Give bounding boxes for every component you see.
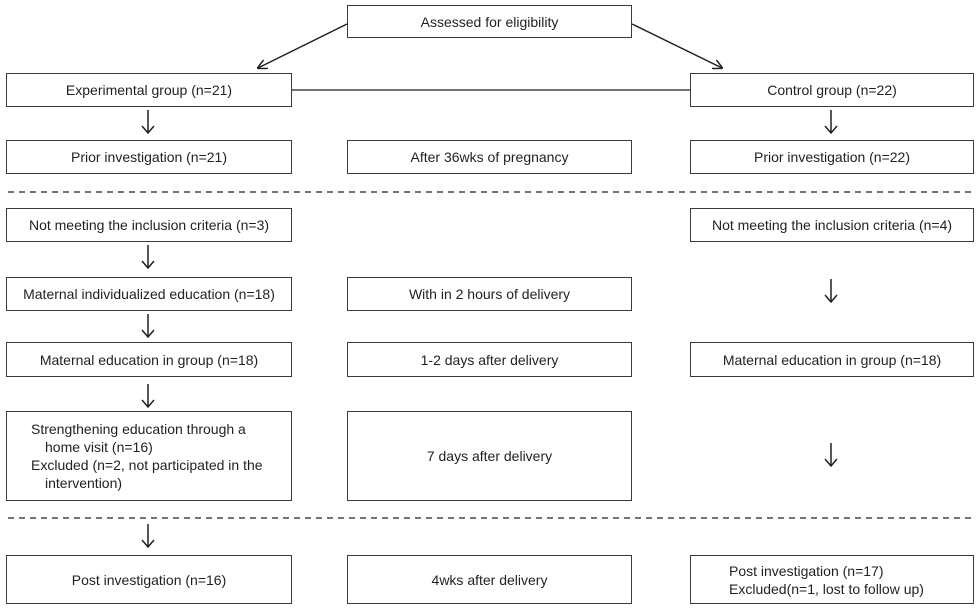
- time-1-2days-box: 1-2 days after delivery: [347, 342, 632, 377]
- time-2hours-box: With in 2 hours of delivery: [347, 277, 632, 311]
- ctrl-group-education-box: Maternal education in group (n=18): [690, 342, 974, 377]
- down-arrow-icon: [824, 279, 838, 304]
- down-arrow-icon: [141, 314, 155, 339]
- experimental-group-label: Experimental group (n=21): [65, 82, 233, 98]
- time-2hours-label: With in 2 hours of delivery: [408, 286, 571, 302]
- time-4wks-box: 4wks after delivery: [347, 555, 632, 604]
- assessed-label: Assessed for eligibility: [420, 13, 559, 30]
- ctrl-not-meeting-criteria-label: Not meeting the inclusion criteria (n=4): [711, 217, 953, 233]
- ctrl-prior-investigation-box: Prior investigation (n=22): [690, 140, 974, 174]
- exp-not-meeting-criteria-label: Not meeting the inclusion criteria (n=3): [28, 217, 270, 233]
- exp-home-visit-line1: Strengthening education through a: [31, 421, 246, 437]
- time-36wks-box: After 36wks of pregnancy: [347, 140, 632, 174]
- exp-group-education-label: Maternal education in group (n=18): [39, 351, 259, 368]
- exp-prior-investigation-box: Prior investigation (n=21): [6, 140, 292, 174]
- arrow-to-experimental: [258, 23, 348, 68]
- exp-individualized-education-box: Maternal individualized education (n=18): [6, 277, 292, 311]
- ctrl-not-meeting-criteria-box: Not meeting the inclusion criteria (n=4): [690, 208, 974, 242]
- time-7days-box: 7 days after delivery: [347, 411, 632, 501]
- exp-home-visit-line2: home visit (n=16): [45, 439, 153, 455]
- ctrl-excluded-line: Excluded(n=1, lost to follow up): [729, 580, 924, 597]
- ctrl-group-education-label: Maternal education in group (n=18): [722, 351, 942, 368]
- ctrl-prior-investigation-label: Prior investigation (n=22): [753, 149, 911, 165]
- exp-not-meeting-criteria-box: Not meeting the inclusion criteria (n=3): [6, 208, 292, 242]
- exp-excluded-line1: Excluded (n=2, not participated in the: [31, 457, 263, 473]
- exp-group-education-box: Maternal education in group (n=18): [6, 342, 292, 377]
- assessed-box: Assessed for eligibility: [347, 5, 632, 38]
- exp-prior-investigation-label: Prior investigation (n=21): [70, 149, 228, 165]
- down-arrow-icon: [824, 443, 838, 468]
- time-1-2days-label: 1-2 days after delivery: [420, 351, 559, 368]
- down-arrow-icon: [141, 110, 155, 135]
- ctrl-post-investigation-box: Post investigation (n=17) Excluded(n=1, …: [690, 555, 974, 604]
- control-group-box: Control group (n=22): [690, 73, 974, 107]
- down-arrow-icon: [141, 524, 155, 549]
- exp-individualized-education-label: Maternal individualized education (n=18): [23, 286, 275, 302]
- ctrl-post-investigation-line1: Post investigation (n=17): [729, 562, 884, 579]
- control-group-label: Control group (n=22): [767, 82, 897, 98]
- exp-post-investigation-label: Post investigation (n=16): [71, 571, 227, 588]
- down-arrow-icon: [141, 245, 155, 270]
- arrow-to-control: [631, 23, 722, 68]
- down-arrow-icon: [824, 110, 838, 135]
- time-7days-label: 7 days after delivery: [426, 448, 553, 464]
- time-36wks-label: After 36wks of pregnancy: [410, 149, 569, 165]
- down-arrow-icon: [141, 384, 155, 409]
- experimental-group-box: Experimental group (n=21): [6, 73, 292, 107]
- exp-post-investigation-box: Post investigation (n=16): [6, 555, 292, 604]
- time-4wks-label: 4wks after delivery: [431, 571, 548, 588]
- exp-home-visit-box: Strengthening education through a home v…: [6, 411, 292, 501]
- exp-excluded-line2: intervention): [45, 475, 123, 491]
